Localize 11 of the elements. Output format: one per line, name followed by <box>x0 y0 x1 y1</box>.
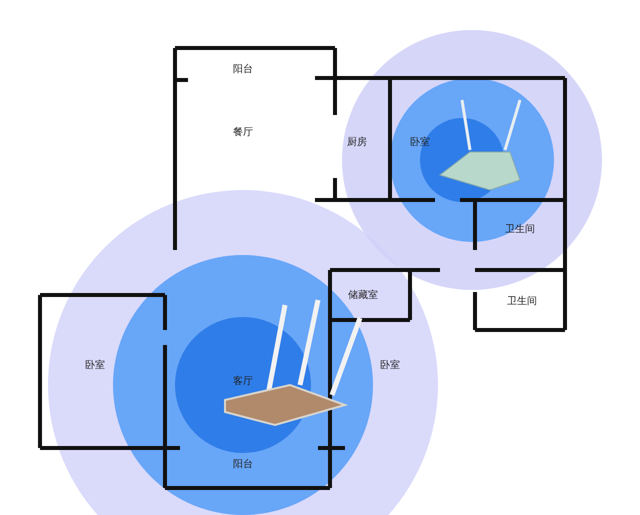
room-label: 储藏室 <box>348 291 378 301</box>
room-label: 阳台 <box>233 65 253 75</box>
room-label: 客厅 <box>233 377 253 387</box>
room-label: 卧室 <box>380 361 400 371</box>
room-label: 厨房 <box>347 138 367 148</box>
room-label: 餐厅 <box>233 128 253 138</box>
room-label: 卧室 <box>85 361 105 371</box>
room-label: 阳台 <box>233 460 253 470</box>
room-label: 卫生间 <box>507 297 537 307</box>
room-label: 卧室 <box>410 138 430 148</box>
room-label: 卫生间 <box>505 225 535 235</box>
